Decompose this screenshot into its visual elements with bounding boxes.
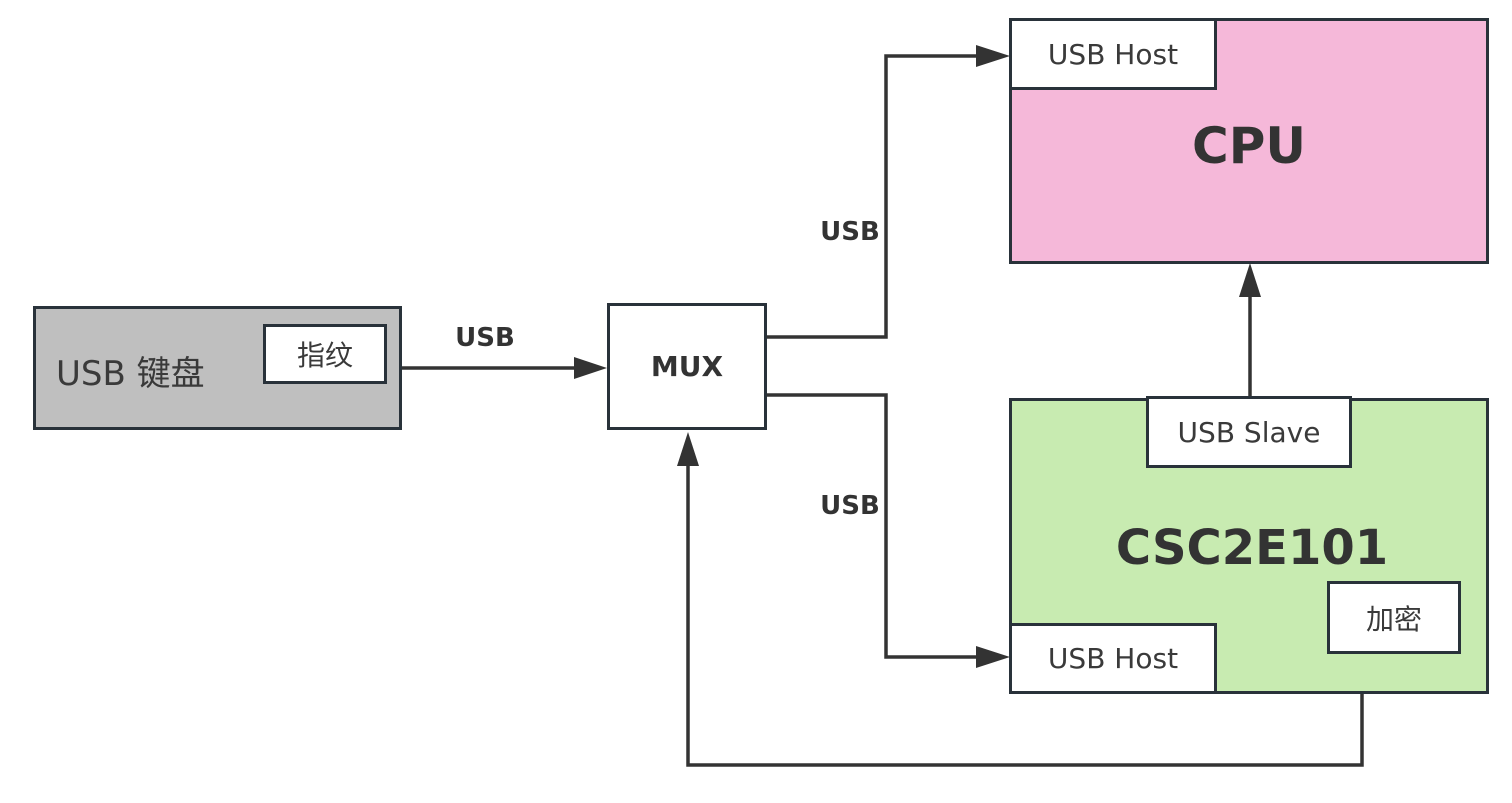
edge-label-mux-cpu: USB: [820, 217, 880, 247]
arrowhead-keyboard-to-mux: [574, 357, 607, 379]
csc2e101-label: CSC2E101: [1115, 520, 1389, 576]
edge-mux-to-cpu: [765, 54, 980, 339]
fingerprint-module: 指纹: [263, 324, 387, 384]
csc-usb-slave-port: USB Slave: [1146, 396, 1352, 468]
edge-mux-to-csc: [765, 393, 980, 659]
csc-usb-host-port: USB Host: [1009, 623, 1217, 694]
encryption-module: 加密: [1327, 581, 1461, 654]
arrowhead-csc-to-cpu: [1239, 263, 1261, 297]
edge-label-mux-csc: USB: [820, 491, 880, 521]
arrowhead-csc-to-mux: [677, 432, 699, 466]
edge-csc-to-mux: [686, 462, 1364, 767]
arrowhead-mux-to-cpu: [976, 45, 1010, 67]
mux-node: MUX: [607, 303, 767, 430]
usb-keyboard-label: USB 键盘: [56, 353, 205, 394]
cpu-label: CPU: [1192, 117, 1306, 175]
cpu-usb-host-port: USB Host: [1009, 18, 1217, 90]
edge-label-keyboard-mux: USB: [455, 323, 515, 353]
arrowhead-mux-to-csc: [976, 646, 1010, 668]
usb-keyboard-node: USB 键盘 指纹: [33, 306, 402, 430]
